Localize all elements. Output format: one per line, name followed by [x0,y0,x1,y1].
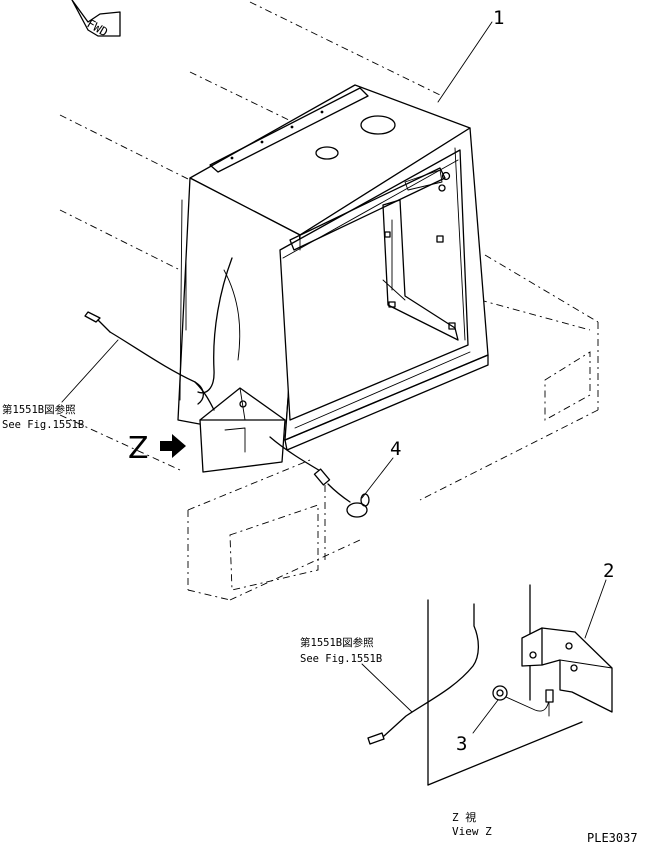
part-1-number: 1 [493,7,504,29]
ref-bottom-jp: 第1551B図参照 [300,636,374,649]
upper-harness [84,311,215,411]
view-z-caption-jp: Z 視 [452,810,476,824]
leader-part-3 [472,699,499,734]
part-3-number: 3 [456,733,467,755]
view-z-detail [367,584,613,786]
ref-bottom-en: See Fig.1551B [300,653,382,665]
leader-part-4 [361,457,394,499]
lamp-part-4 [269,436,370,518]
leader-part-2 [584,579,607,639]
cover-frame-assembly [177,84,489,473]
view-z-letter: Z [128,431,149,466]
drawing-code: PLE3037 [587,831,638,845]
leader-ref-top [61,339,119,403]
machine-body-outline [59,1,599,601]
view-z-caption-en: View Z [452,825,492,838]
part-4-number: 4 [390,438,401,460]
part-2-number: 2 [603,560,614,582]
leader-ref-bottom [361,663,413,713]
fwd-direction-tag: FWD [71,0,121,39]
leader-part-1 [437,21,493,103]
ref-top-jp: 第1551B図参照 [2,403,76,416]
view-z-arrow: Z [128,431,186,466]
ref-top-en: See Fig.1551B [2,419,84,431]
